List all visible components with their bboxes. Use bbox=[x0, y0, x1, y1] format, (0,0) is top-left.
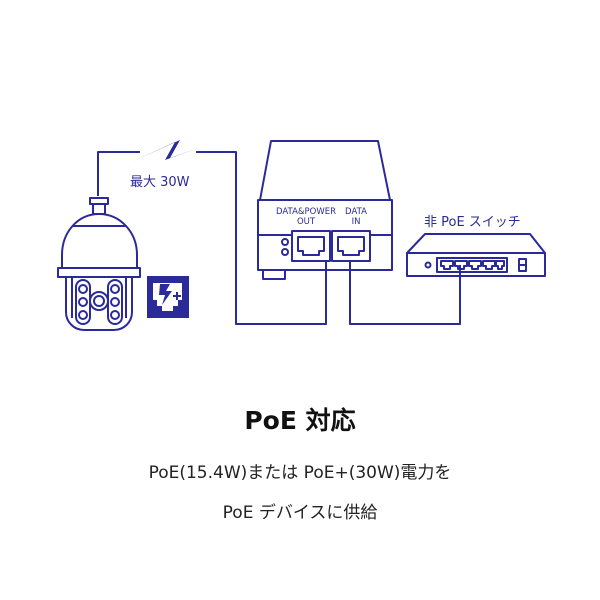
port-in-label-line2: IN bbox=[351, 217, 361, 227]
port-in-label: DATA IN bbox=[338, 207, 374, 227]
page-title: PoE 対応 bbox=[244, 406, 356, 435]
switch-label: 非 PoE スイッチ bbox=[424, 215, 521, 230]
non-poe-switch-icon bbox=[406, 233, 546, 277]
description-line-2: PoE デバイスに供給 bbox=[222, 503, 378, 523]
ptz-camera-icon bbox=[57, 197, 141, 331]
cable-camera-to-injector bbox=[97, 151, 327, 325]
max-power-label: 最大 30W bbox=[130, 175, 190, 190]
port-out-label-line2: OUT bbox=[296, 217, 316, 227]
poe-injector-icon bbox=[257, 140, 393, 280]
poe-plus-icon bbox=[147, 276, 189, 318]
cable-injector-to-switch bbox=[349, 260, 461, 325]
port-in-label-line1: DATA bbox=[345, 207, 367, 217]
port-out-label-line1: DATA&POWER bbox=[275, 207, 337, 217]
description-line-1: PoE(15.4W)または PoE+(30W)電力を bbox=[148, 463, 452, 483]
port-out-label: DATA&POWER OUT bbox=[275, 207, 337, 227]
lightning-bolt-icon bbox=[132, 140, 204, 162]
